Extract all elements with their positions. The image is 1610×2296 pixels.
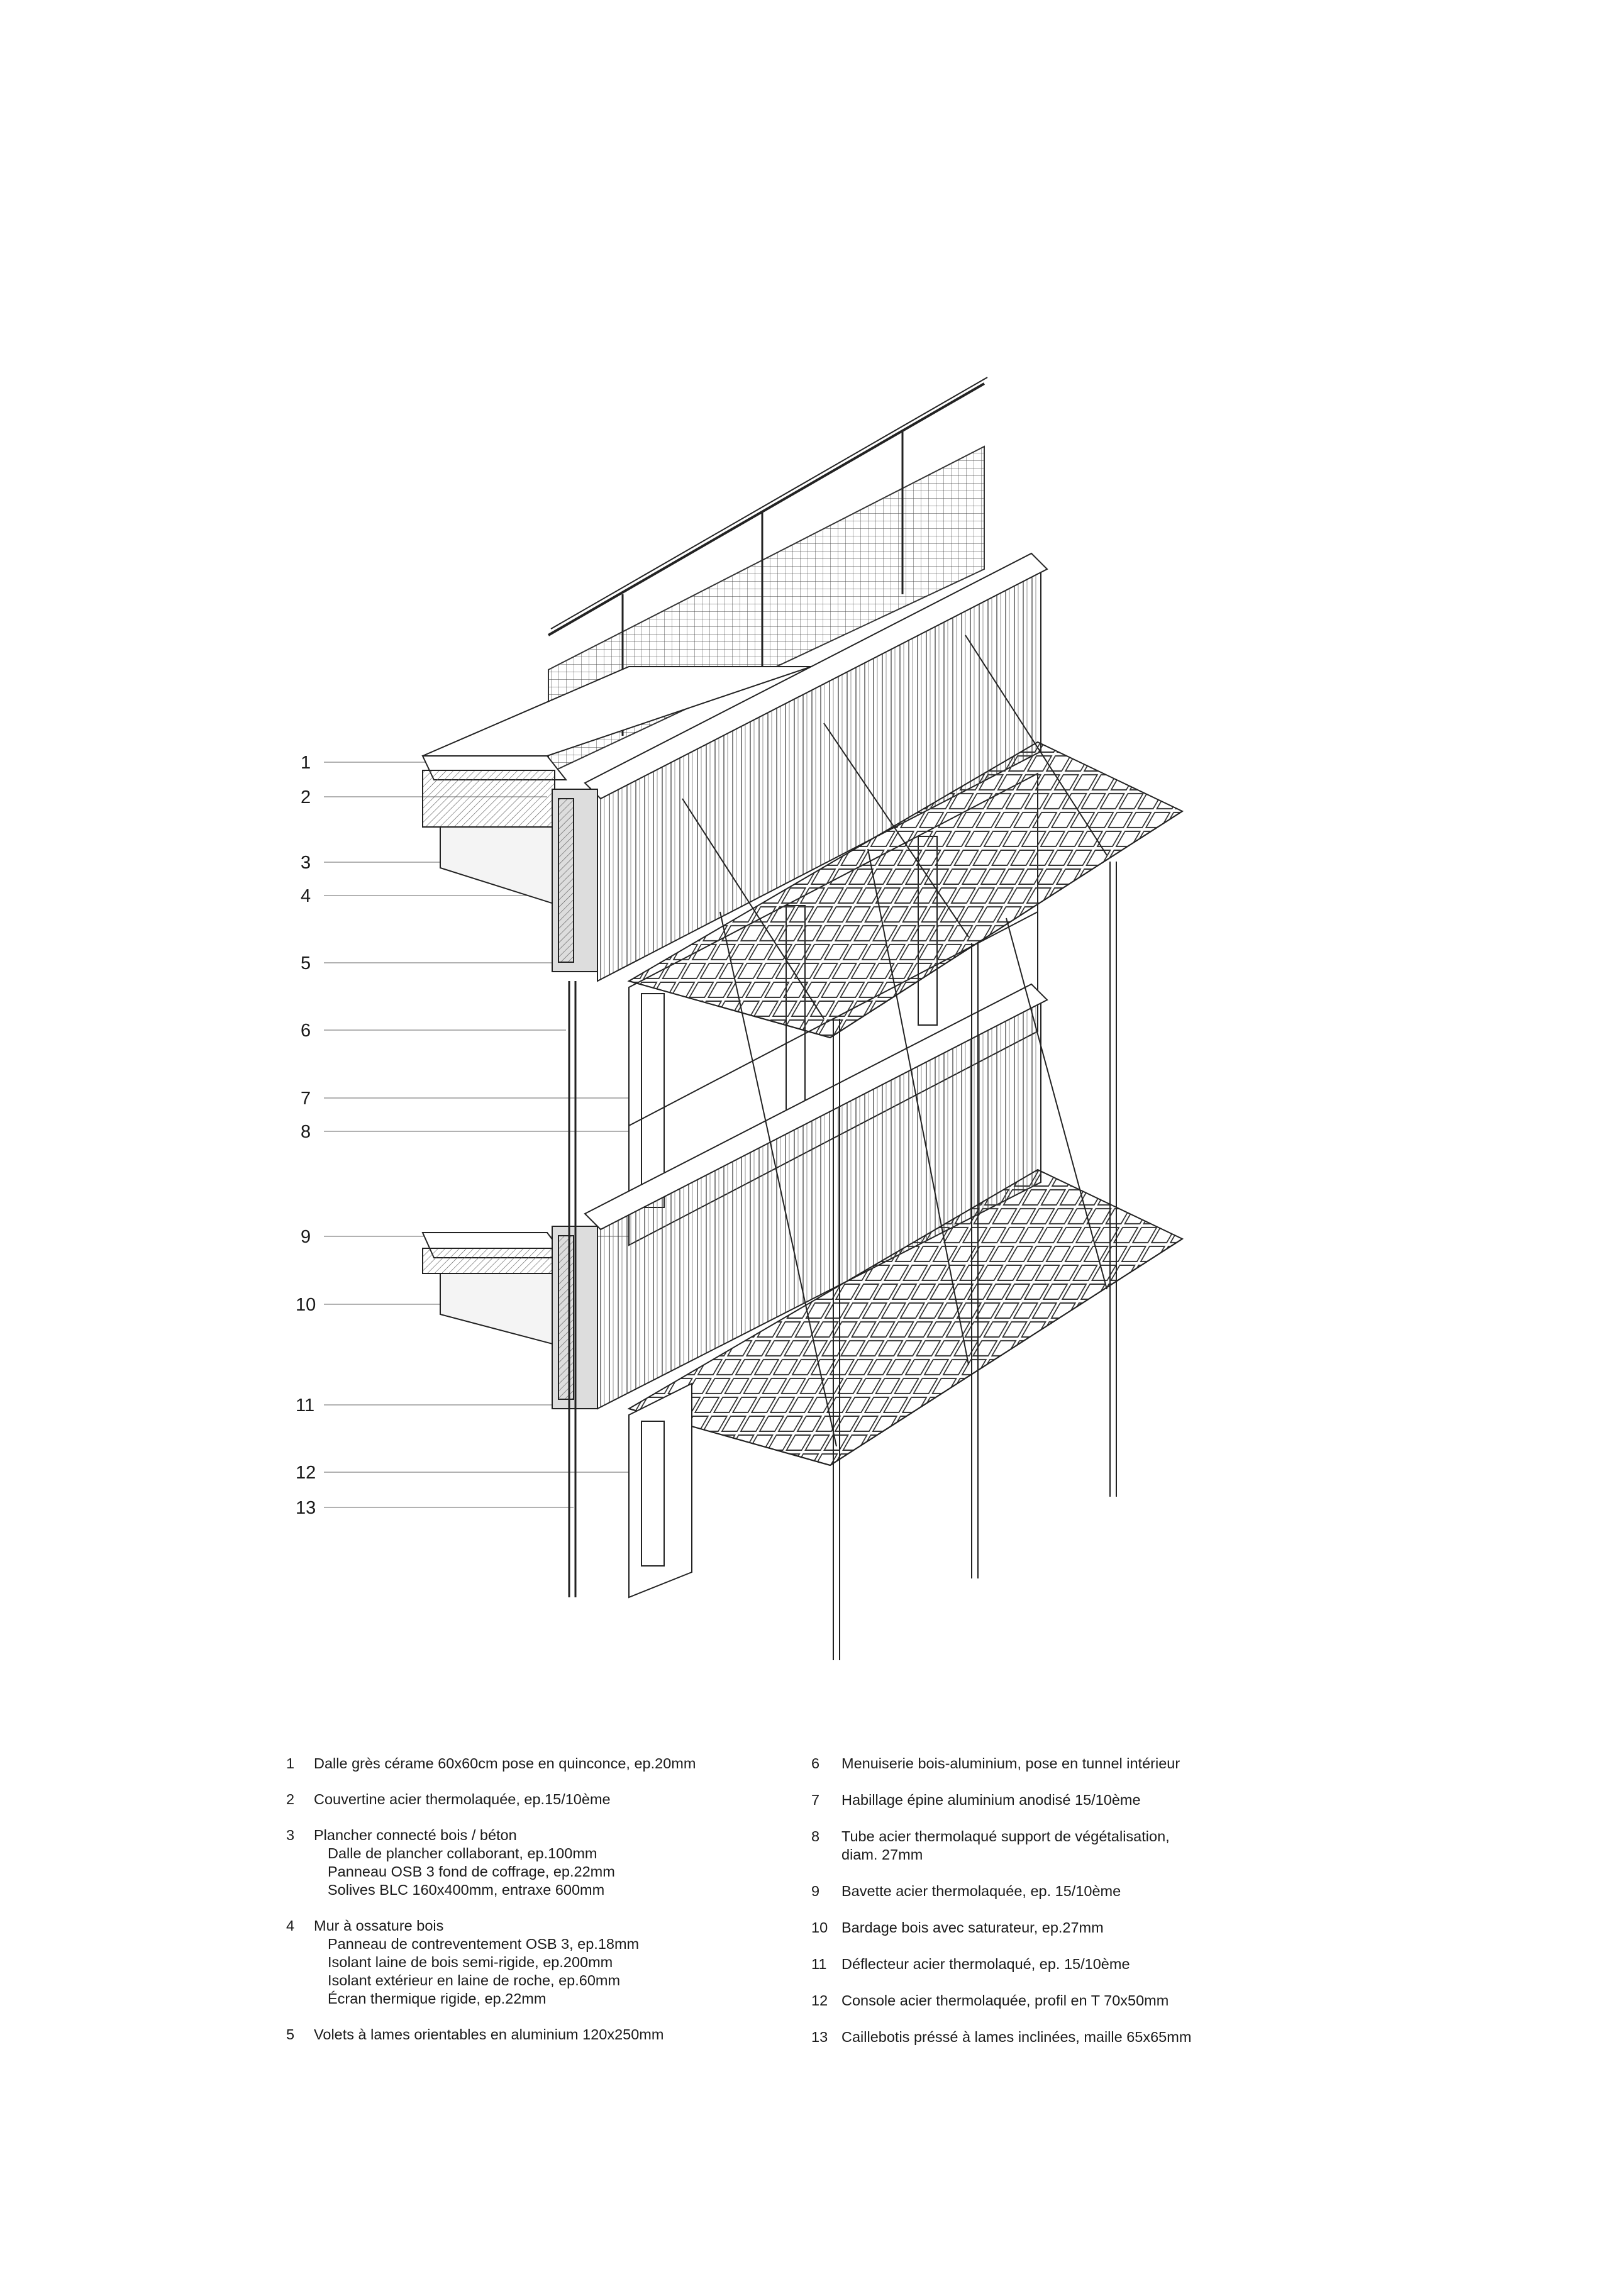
legend-text: Habillage épine aluminium anodisé 15/10è… [841, 1792, 1141, 1808]
callout-5: 5 [301, 953, 311, 973]
legend-subtext: Écran thermique rigide, ep.22mm [328, 1990, 547, 2007]
legend-number: 2 [286, 1791, 295, 1807]
callout-9: 9 [301, 1227, 311, 1247]
legend-left-column: 1 Dalle grès cérame 60x60cm pose en quin… [286, 1755, 789, 2061]
callout-10: 10 [296, 1295, 316, 1315]
legend-text: Menuiserie bois-aluminium, pose en tunne… [841, 1755, 1180, 1772]
legend-text: Bavette acier thermolaquée, ep. 15/10ème [841, 1883, 1121, 1899]
callout-4: 4 [301, 886, 311, 906]
upper-cladding-wall [552, 552, 1048, 982]
legend-subtext: Solives BLC 160x400mm, entraxe 600mm [328, 1882, 605, 1898]
legend-number: 13 [811, 2029, 828, 2045]
legend-item: 12 Console acier thermolaquée, profil en… [811, 1992, 1314, 2010]
legend-item: 9 Bavette acier thermolaquée, ep. 15/10è… [811, 1882, 1314, 1900]
legend-number: 11 [811, 1956, 827, 1972]
legend-number: 1 [286, 1755, 295, 1772]
legend-subtext: Panneau OSB 3 fond de coffrage, ep.22mm [328, 1863, 615, 1880]
legend-item: 11 Déflecteur acier thermolaqué, ep. 15/… [811, 1955, 1314, 1973]
callout-3: 3 [301, 853, 311, 873]
legend-number: 8 [811, 1828, 820, 1844]
legend-item: 3 Plancher connecté bois / béton Dalle d… [286, 1826, 789, 1899]
legend-right-column: 6 Menuiserie bois-aluminium, pose en tun… [811, 1755, 1314, 2065]
callout-7: 7 [301, 1089, 311, 1109]
vegetation-support-tubes [682, 635, 1117, 1660]
legend-text: Volets à lames orientables en aluminium … [314, 2026, 664, 2043]
legend-text: Dalle grès cérame 60x60cm pose en quinco… [314, 1755, 696, 1772]
legend-subtext: Isolant laine de bois semi-rigide, ep.20… [328, 1954, 613, 1970]
callout-13: 13 [296, 1498, 316, 1518]
legend-text: Bardage bois avec saturateur, ep.27mm [841, 1919, 1104, 1936]
legend-item: 13 Caillebotis préssé à lames inclinées,… [811, 2028, 1314, 2046]
legend-number: 9 [811, 1883, 820, 1899]
window-frame [568, 981, 577, 1597]
legend-item: 2 Couvertine acier thermolaquée, ep.15/1… [286, 1790, 789, 1809]
callout-2: 2 [301, 787, 311, 807]
callout-8: 8 [301, 1122, 311, 1142]
callout-numbers: 1 2 3 4 5 6 7 8 9 10 11 12 13 [296, 753, 316, 1518]
legend-number: 6 [811, 1755, 820, 1772]
legend-item: 5 Volets à lames orientables en aluminiu… [286, 2026, 789, 2044]
legend-text: Mur à ossature bois [314, 1917, 444, 1934]
upper-balcony-grating [627, 741, 1184, 1039]
legend-subtext: Panneau de contreventement OSB 3, ep.18m… [328, 1936, 640, 1952]
legend-item: 6 Menuiserie bois-aluminium, pose en tun… [811, 1755, 1314, 1773]
lower-slab [421, 1232, 567, 1347]
legend-number: 5 [286, 2026, 295, 2043]
legend-text: Tube acier thermolaqué support de végéta… [841, 1828, 1170, 1844]
legend-number: 10 [811, 1919, 828, 1936]
legend-item: 4 Mur à ossature bois Panneau de contrev… [286, 1917, 789, 2008]
callout-1: 1 [301, 753, 311, 773]
legend-number: 4 [286, 1917, 295, 1934]
legend-number: 12 [811, 1992, 828, 2009]
roof-slab [421, 666, 812, 907]
legend-number: 3 [286, 1827, 295, 1843]
lower-balcony-grating [627, 1168, 1184, 1467]
callout-6: 6 [301, 1021, 311, 1041]
legend-text: Couvertine acier thermolaquée, ep.15/10è… [314, 1791, 611, 1807]
lower-window-bay [628, 1382, 692, 1599]
legend-item: 8 Tube acier thermolaqué support de végé… [811, 1827, 1314, 1864]
legend-subtext: Isolant extérieur en laine de roche, ep.… [328, 1972, 621, 1988]
legend-subtext: Dalle de plancher collaborant, ep.100mm [328, 1845, 597, 1861]
legend-item: 10 Bardage bois avec saturateur, ep.27mm [811, 1919, 1314, 1937]
legend-text: Plancher connecté bois / béton [314, 1827, 517, 1843]
axonometric-facade-drawing: 1 2 3 4 5 6 7 8 9 10 11 12 13 [296, 377, 1184, 1660]
legend-text: Déflecteur acier thermolaqué, ep. 15/10è… [841, 1956, 1130, 1972]
callout-12: 12 [296, 1463, 316, 1483]
legend-text: Console acier thermolaquée, profil en T … [841, 1992, 1169, 2009]
callout-11: 11 [296, 1395, 314, 1416]
legend-number: 7 [811, 1792, 820, 1808]
legend-text: Caillebotis préssé à lames inclinées, ma… [841, 2029, 1192, 2045]
legend-text: diam. 27mm [841, 1846, 923, 1863]
legend-item: 1 Dalle grès cérame 60x60cm pose en quin… [286, 1755, 789, 1773]
legend-item: 7 Habillage épine aluminium anodisé 15/1… [811, 1791, 1314, 1809]
